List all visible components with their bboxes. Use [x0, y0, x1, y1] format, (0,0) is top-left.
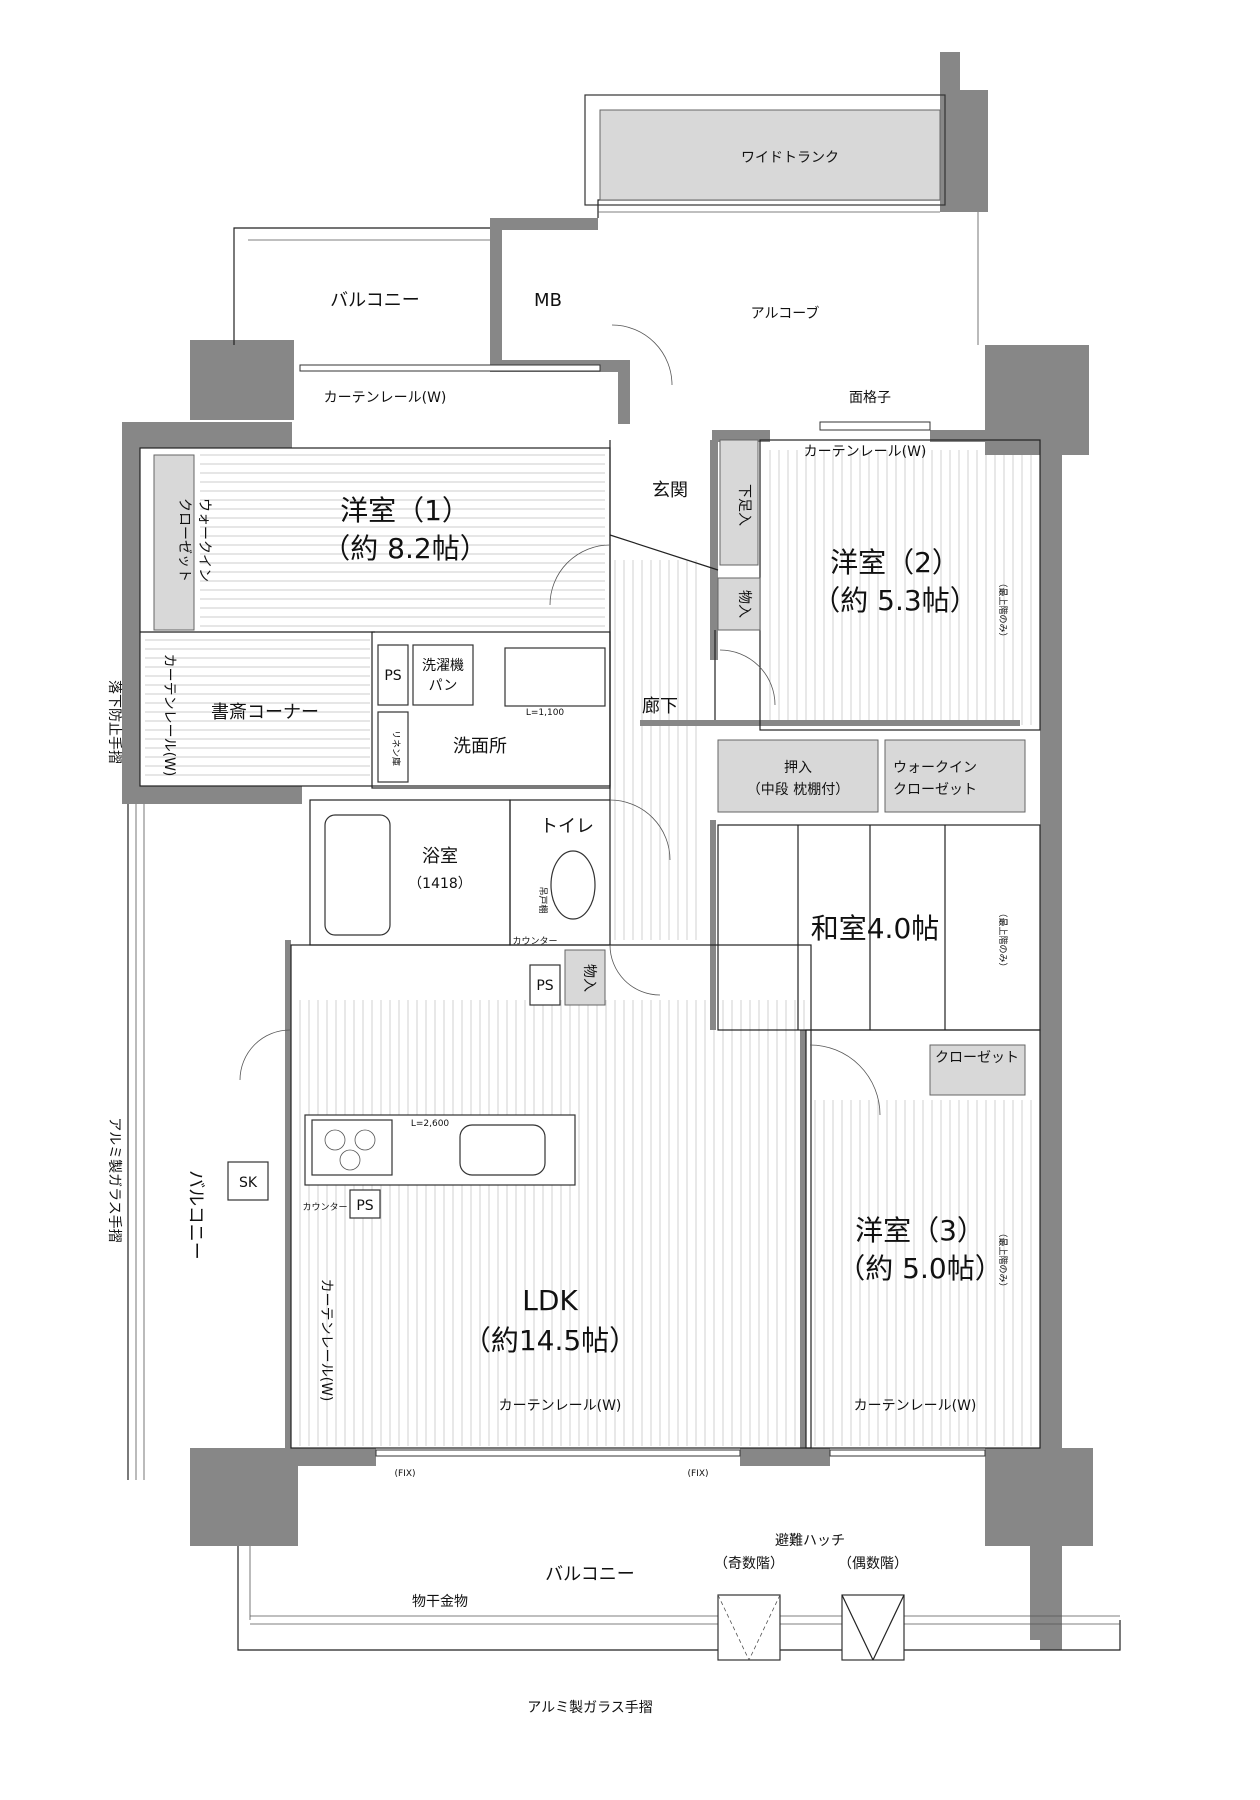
fixtures	[153, 324, 1026, 1661]
north-balcony-label: バルコニー	[330, 290, 420, 311]
shoe-cabinet	[719, 439, 759, 566]
counter-label-2: カウンター	[302, 1202, 347, 1213]
fix-label-2: (FIX)	[687, 1469, 708, 1479]
curtain-rail-w1: カーテンレール(W)	[324, 390, 447, 406]
door-swing-w3	[809, 1044, 881, 1116]
top-floor-w2: （最上階のみ）	[997, 578, 1008, 641]
corridor-label: 廊下	[642, 696, 678, 717]
western3-size: （約 5.0帖）	[837, 1252, 1002, 1285]
hatch-label: 避難ハッチ	[775, 1533, 845, 1549]
vanity-len-label: L=1,100	[526, 708, 565, 718]
alcove-label: アルコーブ	[751, 305, 820, 322]
west-balcony-label: バルコニー	[185, 1170, 206, 1260]
even-floor-label: （偶数階）	[838, 1556, 908, 1572]
fall-guard-label: 落下防止手摺	[106, 680, 122, 764]
ps-label-3: PS	[356, 1198, 373, 1214]
storage-mono-2	[564, 949, 606, 1006]
ps-label-1: PS	[384, 668, 401, 684]
western3-name: 洋室（3）	[855, 1214, 985, 1247]
grille-label: 面格子	[849, 390, 891, 406]
curtain-rail-study: カーテンレール(W)	[161, 654, 177, 777]
mono2-label: 物入	[581, 964, 597, 992]
door-swing-w2	[719, 649, 776, 706]
glass-rail-v-label: アルミ製ガラス手摺	[106, 1117, 122, 1243]
door-swing-balc	[239, 1029, 291, 1081]
walkin-closet-1	[153, 454, 195, 631]
ldk-size: （約14.5帖）	[463, 1324, 637, 1357]
washer-label-b: パン	[429, 678, 458, 694]
door-swing-genkan	[611, 324, 673, 386]
ldk-name: LDK	[522, 1284, 578, 1317]
tsuri-label: 吊戸棚	[537, 886, 549, 913]
walkin-closet-2	[884, 739, 1026, 813]
oshiire	[717, 739, 879, 813]
door-swing-toilet	[609, 799, 671, 861]
toilet-bowl	[550, 850, 596, 920]
hatch-even	[841, 1594, 905, 1661]
cooktop	[311, 1119, 393, 1176]
door-swing-w1	[549, 544, 611, 606]
curtain-rail-ldk: カーテンレール(W)	[499, 1398, 622, 1414]
closet3-label: クローゼット	[935, 1050, 1019, 1066]
glass-rail-label: アルミ製ガラス手摺	[527, 1700, 653, 1716]
linen-closet	[377, 711, 409, 783]
linen-label: リネン庫	[390, 730, 402, 766]
study-label: 書斎コーナー	[211, 702, 319, 723]
walkin2-label-b: クローゼット	[893, 782, 977, 798]
door-swing-ldk	[609, 944, 661, 996]
fix-label-1: (FIX)	[394, 1469, 415, 1479]
western1-size: （約 8.2帖）	[322, 532, 487, 565]
walkin1-label-a: ウォークイン	[196, 498, 212, 582]
bath-size-label: （1418）	[408, 876, 472, 892]
sk-label: SK	[239, 1175, 258, 1191]
counter-label-1: カウンター	[512, 936, 557, 947]
washitsu-label: 和室4.0帖	[811, 912, 940, 945]
toilet-label: トイレ	[540, 816, 594, 837]
genkan-label: 玄関	[652, 480, 688, 501]
storage-mono-1	[717, 577, 761, 631]
labels: 洋室（1） （約 8.2帖） 洋室（2） （約 5.3帖） 洋室（3） （約 5…	[106, 150, 1019, 1716]
closet-3	[929, 1044, 1026, 1096]
wide-trunk-label: ワイドトランク	[741, 150, 839, 166]
ps-box-1	[377, 644, 409, 706]
washer-pan	[412, 644, 474, 706]
odd-floor-label: （奇数階）	[714, 1555, 784, 1572]
curtain-rail-ldk-v: カーテンレール(W)	[318, 1279, 334, 1402]
western2-size: （約 5.3帖）	[812, 584, 977, 617]
top-floor-w3: （最上階のみ）	[997, 1228, 1008, 1291]
vanity	[504, 647, 606, 707]
walkin2-label-a: ウォークイン	[893, 760, 977, 776]
washroom-label: 洗面所	[453, 736, 507, 757]
kitchen-len-label: L=2,600	[411, 1119, 450, 1129]
bath-label: 浴室	[422, 846, 458, 867]
ps-box-2	[529, 964, 561, 1006]
walkin1-label-b: クローゼット	[176, 498, 192, 582]
western1-name: 洋室（1）	[340, 494, 470, 527]
mb-label: MB	[534, 290, 562, 311]
floor-hatching	[145, 450, 1032, 1446]
top-floor-washitsu: （最上階のみ）	[997, 908, 1008, 971]
south-balcony-label: バルコニー	[545, 1564, 635, 1585]
shoe-label: 下足入	[736, 484, 752, 526]
ps-box-3	[349, 1189, 381, 1219]
laundry-pole-label: 物干金物	[412, 1594, 468, 1610]
mono1-label: 物入	[736, 590, 752, 618]
oshiire-sub-label: （中段 枕棚付）	[747, 782, 849, 798]
oshiire-label: 押入	[784, 760, 812, 776]
sk-box	[227, 1161, 269, 1201]
hatch-odd	[717, 1594, 781, 1661]
washer-label-a: 洗濯機	[422, 658, 464, 674]
curtain-rail-w2: カーテンレール(W)	[804, 444, 927, 460]
bathtub	[324, 814, 391, 936]
interior-lines	[127, 94, 1121, 1651]
western2-name: 洋室（2）	[830, 546, 960, 579]
curtain-rail-w3: カーテンレール(W)	[854, 1398, 977, 1414]
kitchen-sink	[459, 1124, 546, 1176]
ps-label-2: PS	[536, 978, 553, 994]
